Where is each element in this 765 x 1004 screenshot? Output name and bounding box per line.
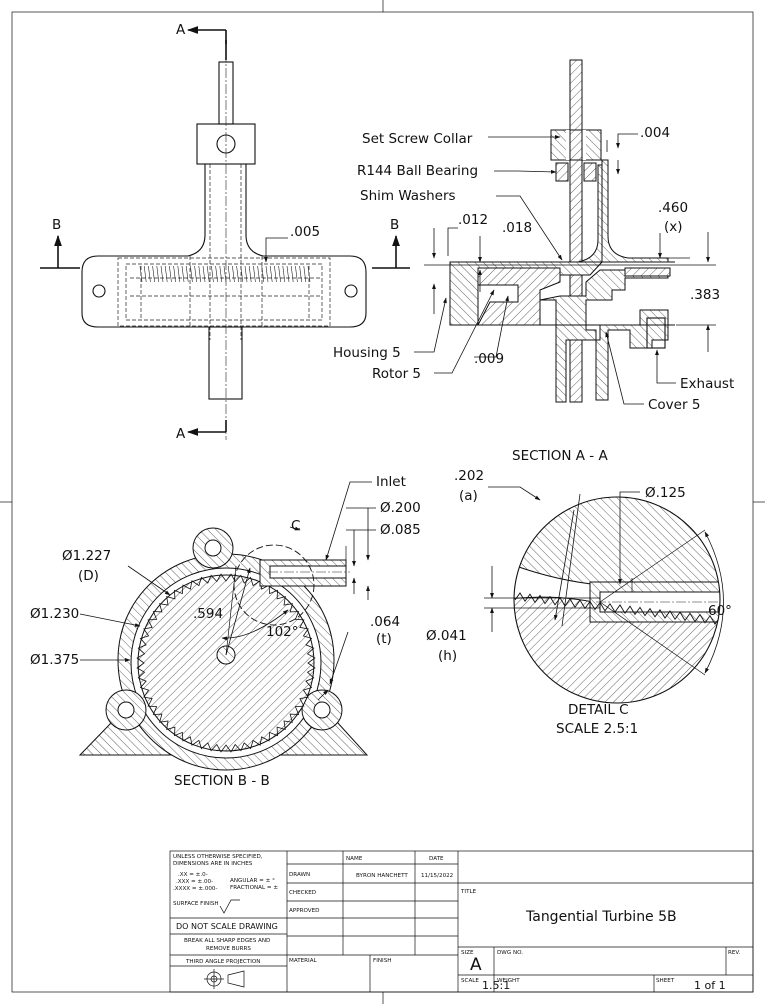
dim-594-label: .594 [193,606,223,622]
tb-projection: THIRD ANGLE PROJECTION [185,959,260,965]
tb-title-label: TITLE [460,889,477,895]
detail-rotor-teeth [514,592,720,626]
dim-018-label: .018 [502,220,532,236]
tb-scale: 1.5:1 [482,979,510,992]
third-angle-projection-icon [204,969,245,989]
tb-note-2: DIMENSIONS ARE IN INCHES [173,861,253,867]
callout-housing: Housing 5 [333,345,401,361]
dim-085-label: Ø.085 [380,522,421,538]
tb-note-3: .XX = ±.0- [178,872,208,878]
tb-drawn-label: DRAWN [289,872,310,878]
tb-size-label: SIZE [461,950,474,956]
section-b-left-label: B [52,217,61,233]
tb-drawn-date: 11/15/2022 [421,873,453,879]
dim-1230-label: Ø1.230 [30,606,79,622]
tb-break-edges-2: REMOVE BURRS [206,946,251,952]
tb-note-5: .XXXX = ±.000- [173,886,218,892]
dim-460-note: (x) [664,219,683,235]
callout-rotor: Rotor 5 [372,366,421,382]
section-a-top-label: A [176,22,186,38]
tb-drawn-name: BYRON HANCHETT [356,873,408,879]
tb-material-label: MATERIAL [289,958,318,964]
dim-012-label: .012 [458,212,488,228]
dim-009-label: .009 [474,351,504,367]
tb-finish-label: FINISH [373,958,391,964]
tb-note-7: FRACTIONAL = ± [230,885,278,891]
tb-note-4: .XXX = ±.00- [176,879,213,885]
dim-064-note: (t) [376,631,392,647]
tb-do-not-scale: DO NOT SCALE DRAWING [176,922,278,931]
tb-note-6: ANGULAR = ± ° [230,878,275,884]
tb-break-edges-1: BREAK ALL SHARP EDGES AND [184,938,270,944]
dim-202-label: .202 [454,468,484,484]
tb-weight-label: WEIGHT [497,978,520,984]
rotor-teeth-hidden [139,265,311,283]
dim-004-label: .004 [640,125,670,141]
tb-title: Tangential Turbine 5B [525,909,677,925]
front-view: A A B B .005 [40,22,410,442]
callout-inlet: Inlet [376,474,406,490]
dim-041-note: (h) [438,648,457,664]
section-bb-view: C Inlet Ø.200 Ø.085 .064 (t) Ø1.227 (D) … [30,474,421,789]
callout-ball-bearing: R144 Ball Bearing [357,163,478,179]
tb-size: A [470,955,482,975]
surface-finish-symbol [219,899,240,914]
callout-set-screw-collar: Set Screw Collar [362,131,473,147]
rotor-teeth [136,573,316,753]
dim-1227-note: (D) [78,568,99,584]
tb-scale-label: SCALE [461,978,479,984]
section-aa-title: SECTION A - A [512,448,608,464]
dim-383-label: .383 [690,287,720,303]
callout-cover: Cover 5 [648,397,700,413]
dim-460-label: .460 [658,200,688,216]
dim-041-label: Ø.041 [426,628,467,644]
dim-125-label: Ø.125 [645,485,686,501]
section-bb-title: SECTION B - B [174,773,270,789]
dim-102-label: 102° [266,624,299,640]
tb-sheet: 1 of 1 [694,979,726,992]
section-aa-view: Set Screw Collar R144 Ball Bearing Shim … [333,59,734,464]
section-a-bottom-label: A [176,426,186,442]
dim-1227-label: Ø1.227 [62,548,111,564]
tb-rev-label: REV. [728,950,741,956]
callout-shim-washers: Shim Washers [360,188,456,204]
callout-exhaust: Exhaust [680,376,734,392]
detail-c-view: .202 (a) Ø.125 Ø.041 (h) 60° DETAIL C SC… [426,468,732,737]
tb-checked-label: CHECKED [289,890,316,896]
tb-sheet-label: SHEET [656,978,675,984]
tb-name-header: NAME [346,856,363,862]
dim-1375-label: Ø1.375 [30,652,79,668]
detail-c-marker: C [291,518,300,534]
title-block: UNLESS OTHERWISE SPECIFIED, DIMENSIONS A… [169,850,754,993]
section-b-right-label: B [390,217,399,233]
tb-note-1: UNLESS OTHERWISE SPECIFIED, [173,854,263,860]
tb-dwg-no-label: DWG NO. [497,950,523,956]
dim-005-label: .005 [290,224,320,240]
dim-202-note: (a) [459,488,478,504]
tb-note-8: SURFACE FINISH [173,901,219,907]
detail-c-scale: SCALE 2.5:1 [556,721,638,737]
dim-200-label: Ø.200 [380,500,421,516]
dim-60-label: 60° [708,603,732,619]
tb-date-header: DATE [429,856,444,862]
dim-064-label: .064 [370,614,400,630]
tb-approved-label: APPROVED [289,908,319,914]
detail-c-title: DETAIL C [568,702,629,718]
